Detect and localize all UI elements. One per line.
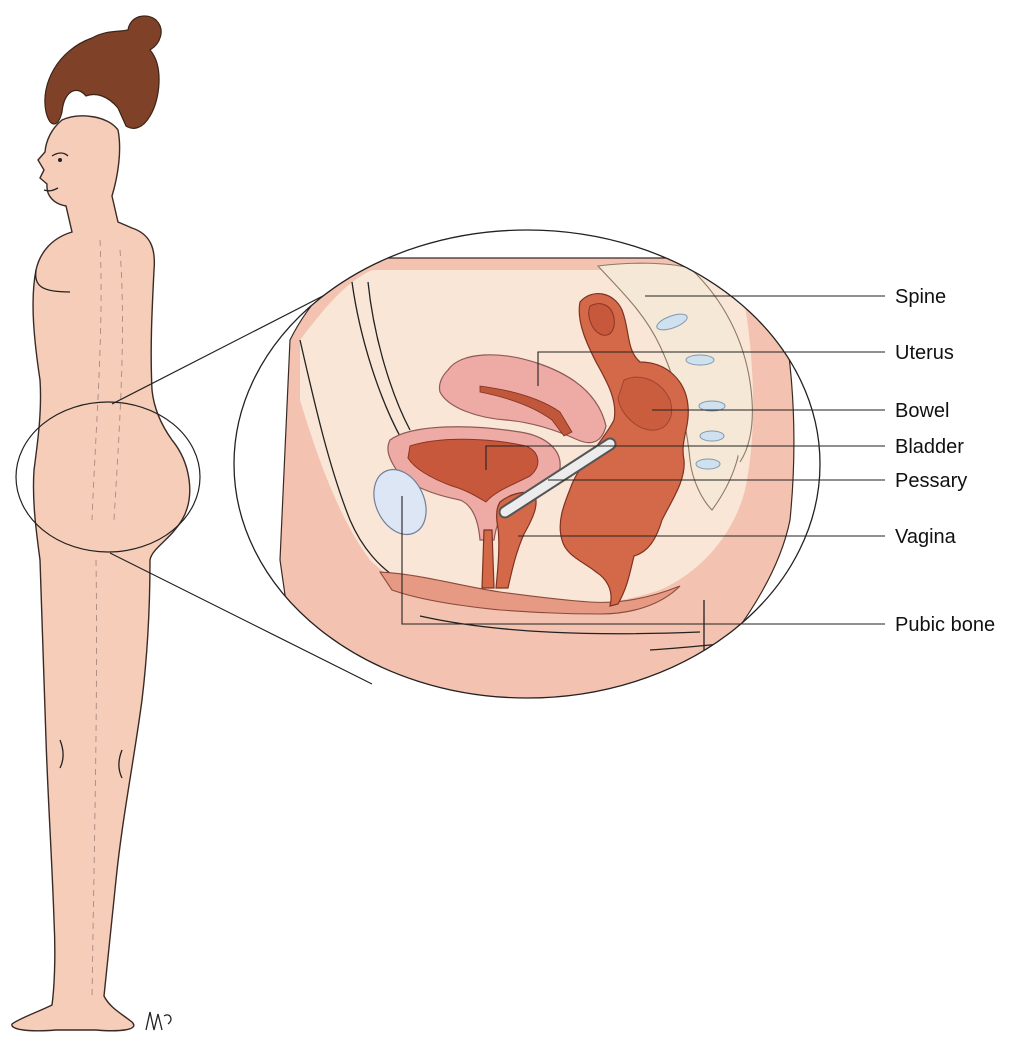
label-uterus: Uterus (895, 342, 954, 364)
label-spine: Spine (895, 286, 946, 308)
label-bowel: Bowel (895, 400, 949, 422)
hair (45, 16, 161, 128)
enlarged-pelvis-detail (234, 230, 820, 700)
standing-woman-figure (12, 16, 200, 1031)
label-bladder: Bladder (895, 436, 964, 458)
label-pessary: Pessary (895, 470, 967, 492)
artist-signature (146, 1012, 171, 1030)
label-pubic-bone: Pubic bone (895, 614, 995, 636)
label-vagina: Vagina (895, 526, 957, 548)
